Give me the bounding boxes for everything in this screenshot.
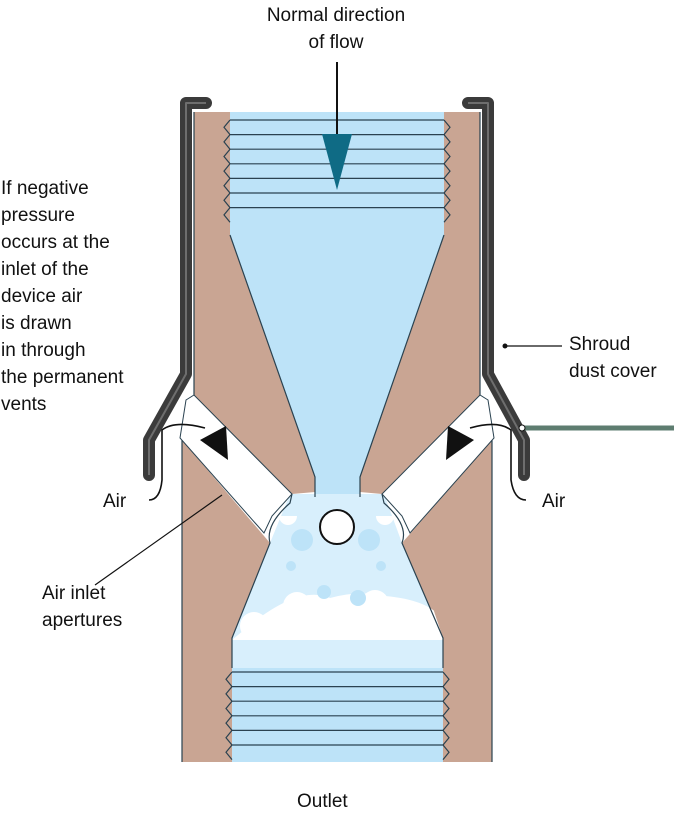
thread-line xyxy=(225,744,450,760)
flow-label-line-1: Normal direction xyxy=(266,5,406,26)
bubble xyxy=(291,529,313,551)
apertures-leader xyxy=(94,494,223,586)
upper-left-wall xyxy=(186,112,315,494)
note-line: in through xyxy=(1,340,86,361)
note-line: pressure xyxy=(1,205,75,226)
shroud-leader-dot xyxy=(502,343,508,349)
mixing-chamber-outline xyxy=(231,493,444,668)
air-label-left: Air xyxy=(103,491,127,512)
bubble xyxy=(322,602,350,630)
flow-label-line-2: of flow xyxy=(308,32,364,53)
shroud-label: Shroud dust cover xyxy=(569,331,657,385)
body-outline xyxy=(181,112,493,762)
bubble xyxy=(405,612,433,640)
lower-right-wall xyxy=(402,440,492,762)
bubble xyxy=(361,590,389,618)
thread-line xyxy=(225,729,450,746)
apertures-label-line-1: Air inlet xyxy=(42,583,106,604)
flow-arrow-head xyxy=(322,134,352,190)
pointer-tip xyxy=(518,424,526,432)
flow-direction-label: Normal direction of flow xyxy=(236,2,436,56)
air-label-right: Air xyxy=(542,491,566,512)
air-inlet-apertures-label: Air inlet apertures xyxy=(42,580,122,634)
shroud-label-line-2: dust cover xyxy=(569,361,657,382)
thread-line xyxy=(225,700,450,717)
outlet-fluid xyxy=(232,668,443,762)
right-air-arrow-curve xyxy=(469,423,527,501)
note-line: device air xyxy=(1,286,83,307)
inlet-fluid xyxy=(230,112,444,497)
thread-line xyxy=(225,686,450,702)
bubble xyxy=(376,516,394,525)
bubble xyxy=(240,612,268,640)
bubble xyxy=(279,516,297,525)
note-line: inlet of the xyxy=(1,259,89,280)
thread-line xyxy=(223,207,451,223)
throat-orifice xyxy=(319,509,355,545)
bubble xyxy=(317,585,331,599)
thread-line xyxy=(225,671,450,687)
left-air-arrowhead xyxy=(200,426,228,460)
note-line: vents xyxy=(1,394,47,415)
inlet-left-edge xyxy=(229,234,316,497)
note-line: If negative xyxy=(1,178,89,199)
outlet-label: Outlet xyxy=(297,791,348,812)
air-bubbles xyxy=(232,516,443,640)
bubble xyxy=(286,561,296,571)
shroud-left-highlight xyxy=(148,102,206,475)
right-air-arrowhead xyxy=(446,426,474,460)
negative-pressure-note: If negative pressure occurs at the inlet… xyxy=(1,175,124,418)
apertures-label-line-2: apertures xyxy=(42,610,123,631)
note-line: the permanent xyxy=(1,367,124,388)
shroud-right-highlight xyxy=(468,102,525,475)
left-air-arrow-curve xyxy=(148,423,206,501)
device-body xyxy=(182,112,492,762)
inlet-right-edge xyxy=(359,234,445,497)
upper-right-wall xyxy=(360,112,488,494)
bubble xyxy=(376,561,386,571)
thread-line xyxy=(223,192,451,208)
bubble xyxy=(358,529,380,551)
bubble xyxy=(283,592,311,620)
bubble xyxy=(350,590,366,606)
note-line: is drawn xyxy=(1,313,72,334)
shroud-label-line-1: Shroud xyxy=(569,334,631,355)
lower-left-wall xyxy=(182,440,270,762)
note-line: occurs at the xyxy=(1,232,110,253)
thread-line xyxy=(225,715,450,731)
